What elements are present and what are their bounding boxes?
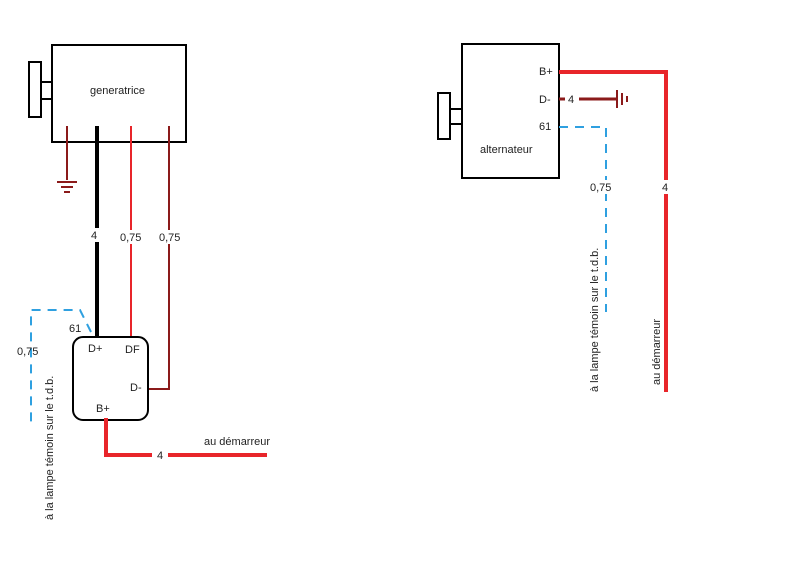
alternator-terminal-dminus: D-: [539, 94, 551, 106]
alternator-label: alternateur: [480, 144, 533, 156]
generator-shaft: [40, 81, 53, 100]
wire-starter-left: [104, 418, 267, 457]
wire-darkred-gauge: 0,75: [159, 232, 180, 244]
generator-ground: [57, 126, 77, 193]
alternator-body: [461, 43, 560, 179]
generator-label: generatrice: [90, 85, 145, 97]
regulator-terminal-dplus: D+: [88, 343, 102, 355]
starter-text-right: au démarreur: [651, 319, 663, 385]
wire-bplus-right: [559, 70, 668, 392]
blue-wire-gauge-right: 0,75: [590, 182, 611, 194]
wire-red-gauge: 0,75: [120, 232, 141, 244]
generator-group: generatrice: [28, 44, 187, 143]
blue-wire-gauge-left: 0,75: [17, 346, 38, 358]
regulator-terminal-df: DF: [125, 344, 140, 356]
alternator-terminal-bplus: B+: [539, 66, 553, 78]
lamp-text-left: à la lampe témoin sur le t.d.b.: [44, 376, 56, 520]
starter-text-left: au démarreur: [204, 436, 270, 448]
red-wire-gauge-right: 4: [662, 182, 668, 194]
alternator-group: alternateur B+ D- 61: [437, 43, 560, 179]
regulator-terminal-dminus: D-: [130, 382, 142, 394]
alternator-shaft: [449, 108, 463, 125]
regulator: D+ DF D- B+ 61: [69, 323, 149, 421]
alternator-ground: 4: [559, 90, 628, 108]
wire-black-gauge: 4: [91, 230, 97, 242]
regulator-body: [72, 336, 149, 421]
generator-pulley: [28, 61, 42, 118]
regulator-terminal-bplus: B+: [96, 403, 110, 415]
ground-wire-gauge-right: 4: [568, 94, 574, 106]
generator-body: [51, 44, 187, 143]
alternator-pulley: [437, 92, 451, 140]
lamp-text-right: à la lampe témoin sur le t.d.b.: [589, 248, 601, 392]
regulator-terminal-61: 61: [69, 323, 81, 335]
alternator-terminal-61: 61: [539, 121, 551, 133]
starter-wire-gauge-left: 4: [157, 450, 163, 462]
wire-blue-61: [30, 309, 92, 425]
wire-darkred-dminus: [148, 126, 170, 390]
